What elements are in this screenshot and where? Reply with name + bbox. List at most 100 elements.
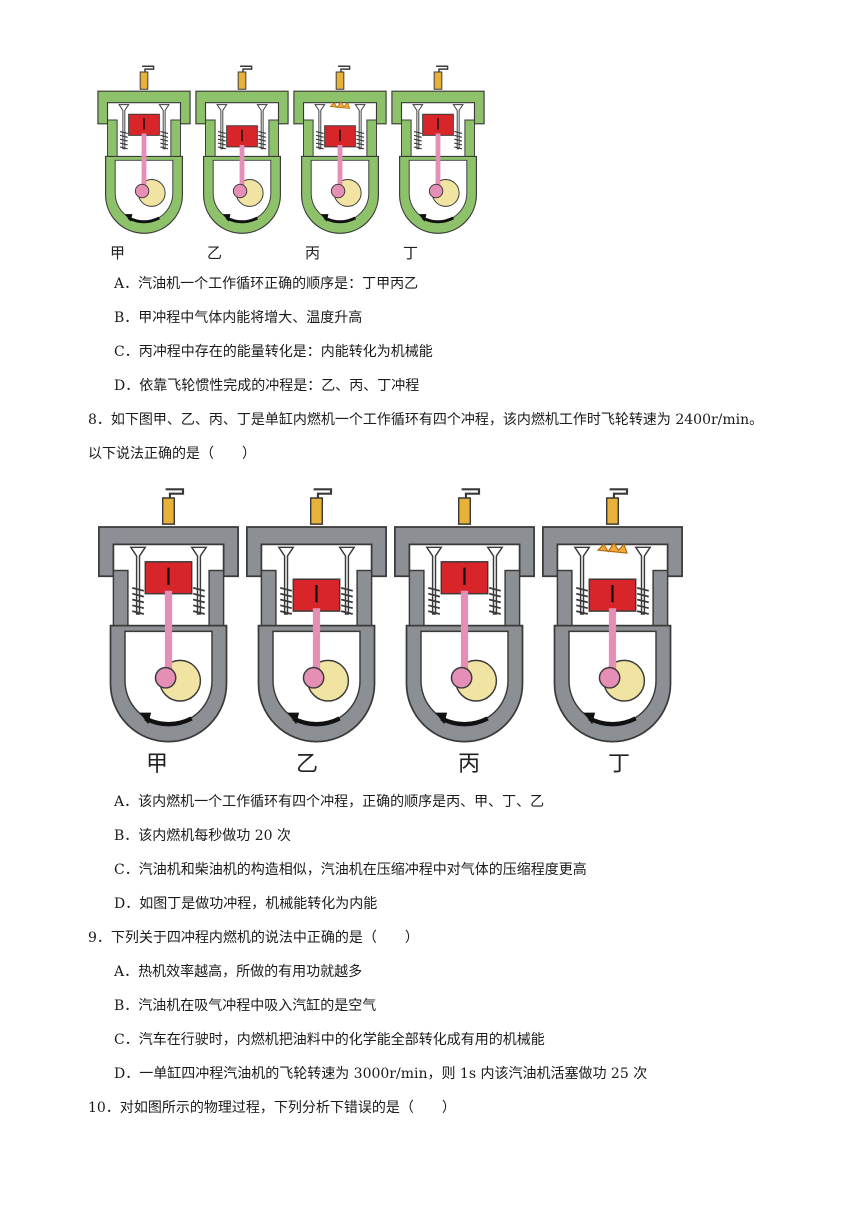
crank-pin-icon	[450, 666, 473, 689]
valve-spring	[428, 598, 441, 604]
q7-option-d: D．依靠飞轮惯性完成的冲程是：乙、丙、丁冲程	[114, 378, 420, 394]
valve-spring	[217, 146, 226, 150]
valve-spring	[119, 146, 128, 150]
valve-spring	[192, 587, 205, 592]
spark-plug-wire-icon	[436, 65, 449, 72]
valve-spring	[576, 587, 589, 592]
q9-option-a: A．热机效率越高，所做的有用功就越多	[114, 964, 363, 980]
cylinder-wall-left	[107, 119, 118, 159]
valve-spring	[636, 604, 649, 610]
q8-label-jia: 甲	[146, 752, 169, 777]
q7-option-b: B．甲冲程中气体内能将增大、温度升高	[114, 310, 363, 326]
engine-q7-3	[391, 65, 485, 234]
valve-spring	[428, 610, 441, 615]
engine-q7-2	[293, 65, 387, 234]
valve-spring	[454, 146, 463, 150]
q9-option-c: C．汽车在行驶时，内燃机把油料中的化学能全部转化成有用的机械能	[114, 1032, 545, 1048]
valve-spring	[160, 146, 169, 150]
crank-pin-icon	[302, 666, 325, 689]
valve-spring	[340, 598, 353, 604]
cylinder-wall-left	[260, 569, 277, 630]
crank-pin-icon	[598, 666, 621, 689]
rotation-arrowhead-icon	[583, 712, 596, 725]
valve-spring	[636, 598, 649, 604]
valve-spring	[356, 142, 365, 146]
spark-plug-icon	[161, 497, 176, 525]
valve-spring	[258, 138, 267, 142]
exhaust-valve-icon	[452, 104, 464, 150]
q8-option-b: B．该内燃机每秒做功 20 次	[114, 828, 292, 844]
cylinder-wall-right	[208, 569, 225, 630]
rotation-arrowhead-icon	[435, 712, 448, 725]
valve-spring	[636, 592, 649, 598]
valve-spring	[132, 610, 145, 615]
spark-burst-icon	[329, 101, 351, 109]
rotation-arrowhead-icon	[418, 214, 427, 222]
exhaust-valve-icon	[354, 104, 366, 150]
valve-spring	[132, 587, 145, 592]
crank-pin-icon	[330, 183, 346, 199]
valve-spring	[340, 592, 353, 598]
cylinder-head	[391, 90, 485, 125]
exhaust-valve-icon	[634, 546, 652, 615]
valve-spring	[315, 138, 324, 142]
valve-spring	[488, 592, 501, 598]
spark-plug-icon	[433, 71, 443, 90]
intake-valve-icon	[314, 104, 326, 150]
q8-label-yi: 乙	[296, 752, 319, 777]
valve-spring	[217, 138, 226, 142]
q7-label-yi: 乙	[207, 244, 223, 262]
crank-pin-icon	[232, 183, 248, 199]
valve-spring	[413, 146, 422, 150]
exhaust-valve-icon	[190, 546, 208, 615]
piston	[440, 561, 489, 595]
valve-spring	[356, 146, 365, 150]
q8-stem-line1: 8．如下图甲、乙、丙、丁是单缸内燃机一个工作循环有四个冲程，该内燃机工作时飞轮转…	[88, 412, 764, 428]
valve-spring	[356, 138, 365, 142]
valve-spring	[119, 134, 128, 138]
spark-plug-icon	[335, 71, 345, 90]
valve-spring	[280, 610, 293, 615]
valve-spring	[192, 604, 205, 610]
q7-option-c: C．丙冲程中存在的能量转化是：内能转化为机械能	[114, 344, 433, 360]
valve-spring	[454, 138, 463, 142]
cylinder-wall-left	[408, 569, 425, 630]
valve-spring	[454, 142, 463, 146]
valve-spring	[315, 146, 324, 150]
spark-plug-wire-icon	[461, 488, 481, 498]
valve-spring	[428, 604, 441, 610]
spark-plug-icon	[309, 497, 324, 525]
spark-plug-wire-icon	[142, 65, 155, 72]
q7-label-ding: 丁	[403, 244, 419, 262]
valve-spring	[576, 604, 589, 610]
valve-spring	[258, 142, 267, 146]
rotation-arrowhead-icon	[320, 214, 329, 222]
valve-spring	[576, 592, 589, 598]
valve-spring	[280, 604, 293, 610]
engine-q8-0	[98, 488, 239, 743]
valve-spring	[576, 598, 589, 604]
cylinder-head	[293, 90, 387, 125]
cylinder-wall-right	[504, 569, 521, 630]
valve-spring	[217, 142, 226, 146]
valve-spring	[280, 598, 293, 604]
valve-spring	[217, 130, 226, 134]
intake-valve-icon	[129, 546, 147, 615]
cylinder-wall-right	[356, 569, 373, 630]
q7-label-bing: 丙	[305, 244, 321, 262]
spark-burst-icon	[596, 541, 628, 554]
cylinder-wall-left	[205, 119, 216, 159]
intake-valve-icon	[412, 104, 424, 150]
crank-pin-icon	[428, 183, 444, 199]
intake-valve-icon	[573, 546, 591, 615]
valve-spring	[132, 592, 145, 598]
valve-spring	[315, 134, 324, 138]
cylinder-head	[246, 526, 387, 578]
cylinder-head	[97, 90, 191, 125]
engine-q8-3	[542, 488, 683, 743]
cylinder-head	[542, 526, 683, 578]
cylinder-wall-right	[464, 119, 475, 159]
q7-option-a: A．汽油机一个工作循环正确的顺序是：丁甲丙乙	[114, 276, 419, 292]
cylinder-wall-right	[366, 119, 377, 159]
engine-q7-0	[97, 65, 191, 234]
